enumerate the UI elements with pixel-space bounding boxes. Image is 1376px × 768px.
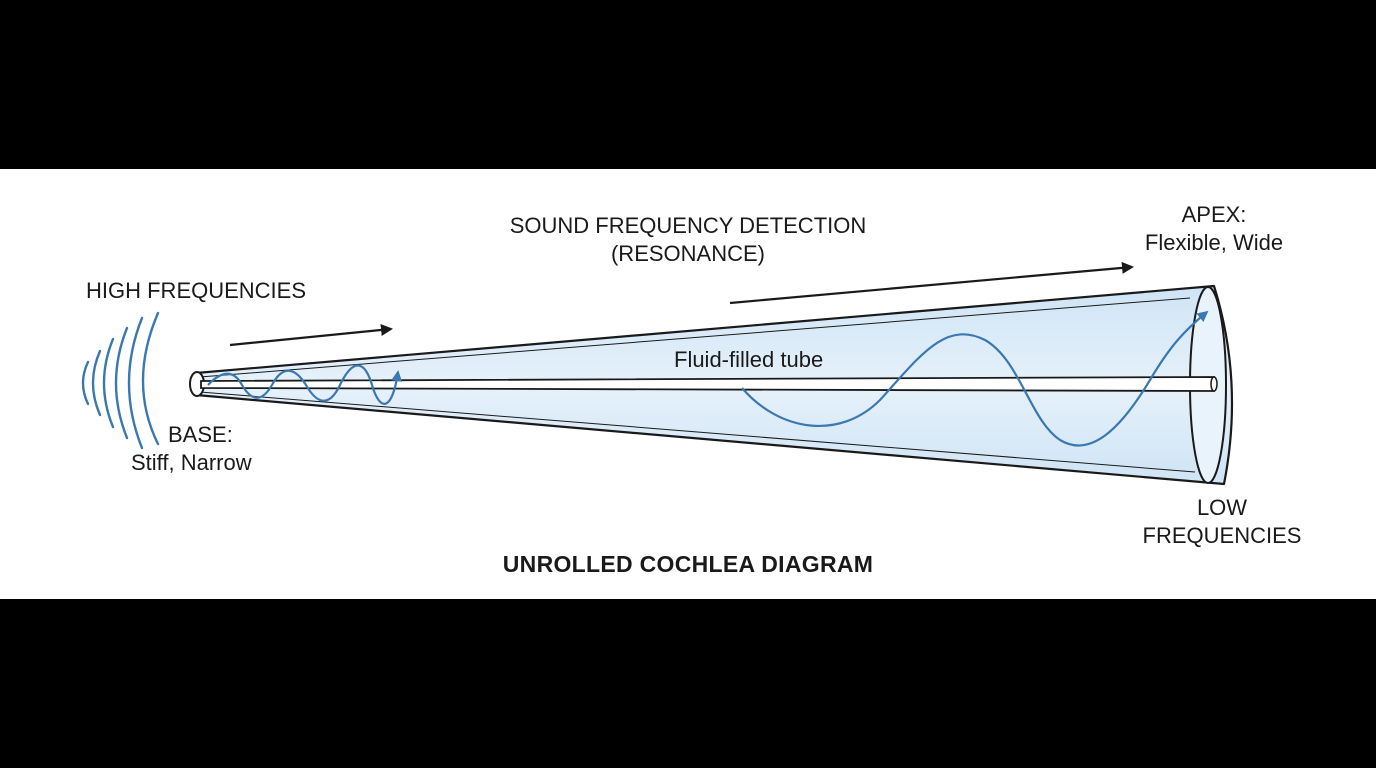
resonance-direction-arrow [729, 261, 1134, 305]
base-label: BASE: Stiff, Narrow [131, 421, 252, 477]
base-direction-arrow [229, 324, 393, 347]
sound-waves-icon [81, 311, 160, 450]
low-frequencies-label: LOW FREQUENCIES [1122, 494, 1322, 550]
apex-label-title: APEX: [1181, 202, 1247, 227]
base-label-desc: Stiff, Narrow [131, 450, 252, 475]
low-frequency-wave [741, 310, 1209, 447]
low-frequencies-line1: LOW [1196, 495, 1248, 520]
fluid-filled-tube-label: Fluid-filled tube [674, 347, 824, 372]
diagram-title: UNROLLED COCHLEA DIAGRAM [502, 551, 874, 577]
high-frequency-wave [207, 364, 403, 405]
apex-label: APEX: Flexible, Wide [1114, 201, 1314, 257]
base-label-title: BASE: [168, 422, 233, 447]
detection-label-line1: SOUND FREQUENCY DETECTION [509, 213, 867, 238]
low-frequencies-line2: FREQUENCIES [1142, 523, 1302, 548]
tube-inner-line [199, 297, 1191, 378]
detection-label: SOUND FREQUENCY DETECTION (RESONANCE) [488, 212, 888, 268]
tube-inner-line-bottom [199, 391, 1196, 473]
rod-end-cap [1210, 376, 1218, 392]
detection-label-line2: (RESONANCE) [610, 241, 765, 266]
apex-label-desc: Flexible, Wide [1144, 230, 1284, 255]
high-frequencies-label: HIGH FREQUENCIES [86, 278, 307, 303]
